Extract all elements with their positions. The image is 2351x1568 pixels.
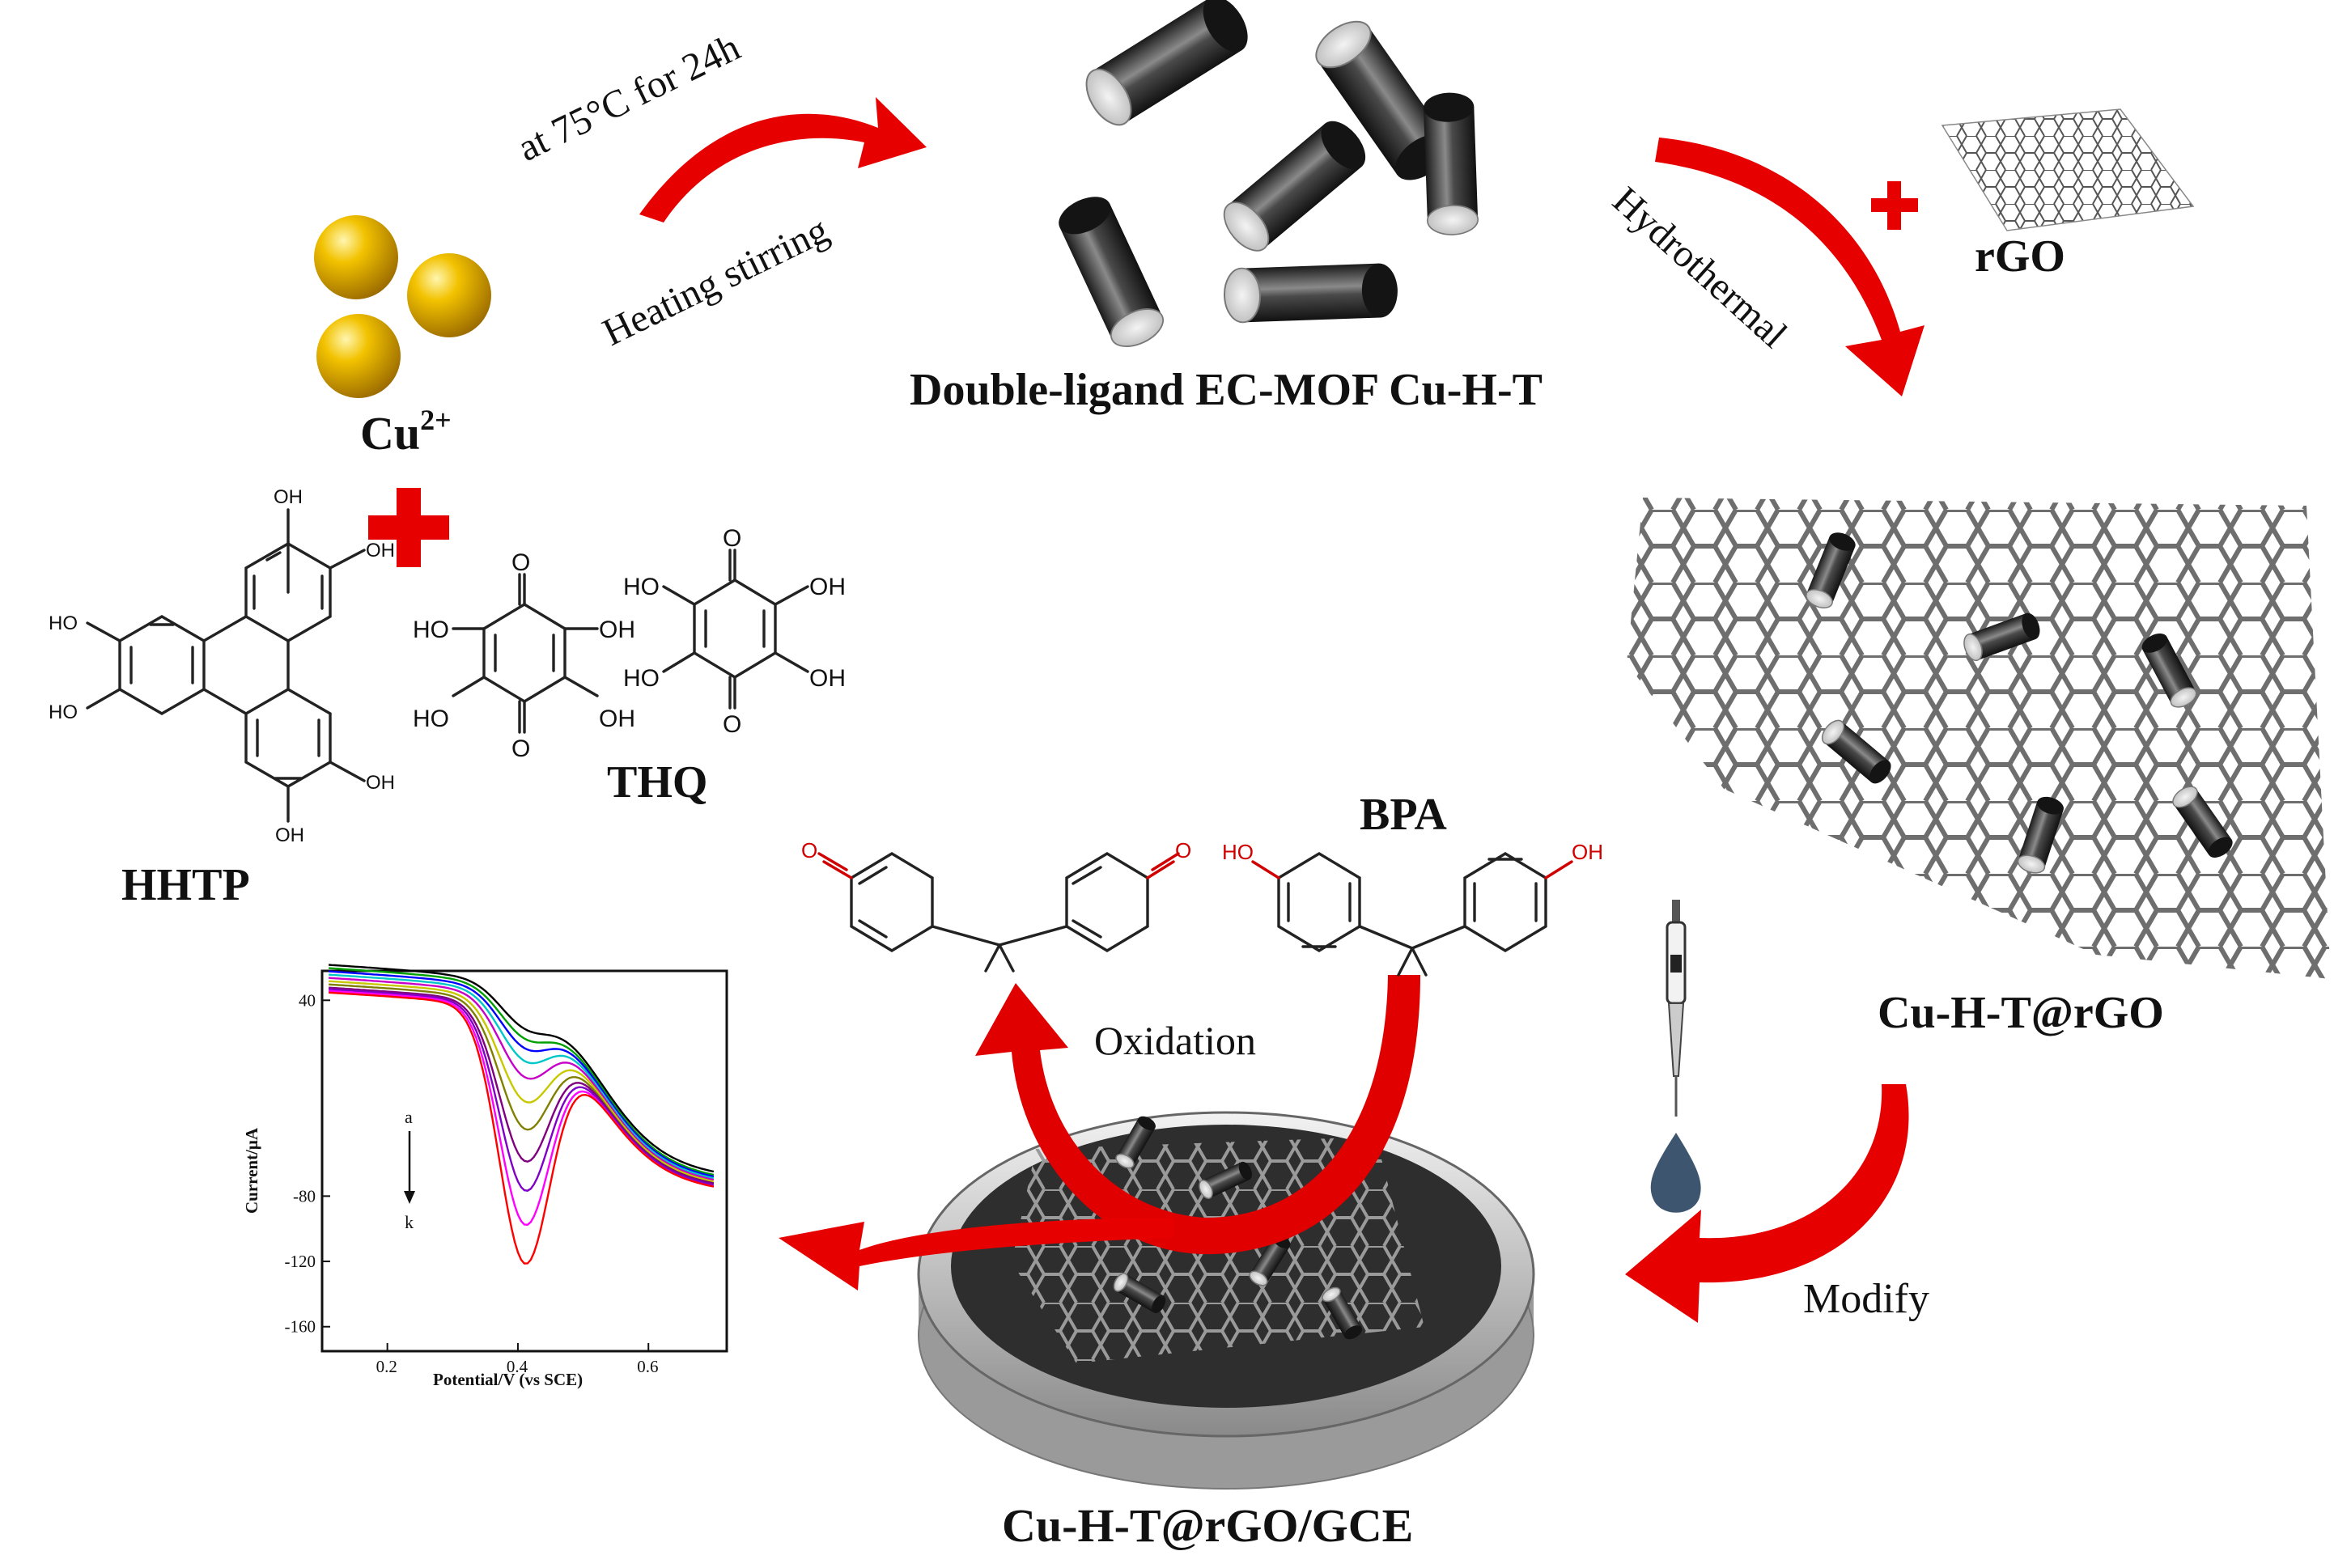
- x-tick-label-3: 0.6: [637, 1357, 658, 1376]
- oxidized-o-1: O: [801, 838, 817, 862]
- hydrothermal-arrow: Hydrothermal: [1605, 138, 1925, 396]
- thq-oh-2: OH: [599, 706, 635, 732]
- hhtp-label: HHTP: [121, 860, 250, 910]
- cv-curve-2: [329, 967, 715, 1176]
- condition-bottom-label: Heating stirring: [596, 209, 835, 354]
- copper-ions: Cu2+: [314, 215, 491, 460]
- cv-curve-8: [329, 986, 715, 1184]
- chart-annotation-end: k: [405, 1212, 414, 1232]
- rgo-sheet: rGO: [1941, 108, 2195, 282]
- mof-rods: Double-ligand EC-MOF Cu-H-T: [910, 0, 1543, 415]
- hhtp-molecule: OH OH HO HO OH OH HHTP: [49, 486, 395, 910]
- cu-ion-label: Cu2+: [360, 404, 452, 460]
- x-tick-label-2: 0.4: [507, 1357, 528, 1376]
- hhtp-ho-2: HO: [49, 701, 78, 723]
- cu-sphere-1: [314, 215, 398, 299]
- plus-icon: [368, 488, 449, 567]
- thq-o-4: O: [723, 711, 741, 738]
- bpa-ho: HO: [1222, 840, 1254, 864]
- thq-oh-3: OH: [809, 574, 846, 600]
- electrode: Cu-H-T@rGO/GCE: [917, 1111, 1535, 1552]
- mof-label: Double-ligand EC-MOF Cu-H-T: [910, 365, 1543, 415]
- chart-ticks-group: 0.2 0.4 0.6 40 -80 -120 -160: [285, 990, 659, 1376]
- thq-ho-1: HO: [413, 617, 449, 643]
- cv-curve-9: [329, 988, 715, 1192]
- thq-o-1: O: [511, 549, 530, 576]
- cv-curve-6: [329, 980, 715, 1183]
- hhtp-oh-1: OH: [274, 486, 303, 508]
- chart-series-group: [329, 964, 715, 1265]
- chart-xlabel: Potential/V (vs SCE): [433, 1370, 583, 1389]
- thq-o-3: O: [723, 525, 741, 552]
- cu-sphere-2: [407, 253, 491, 337]
- hhtp-oh-2: OH: [366, 540, 395, 562]
- voltammogram-chart: 0.2 0.4 0.6 40 -80 -120 -160 a k Current/μA Po…: [242, 964, 728, 1389]
- composite-label: Cu-H-T@rGO: [1878, 988, 2164, 1038]
- cv-curve-11: [329, 991, 715, 1265]
- rgo-label: rGO: [1975, 231, 2065, 282]
- thq-label: THQ: [607, 757, 707, 807]
- modify-label: Modify: [1803, 1276, 1929, 1322]
- chart-annotation-start: a: [405, 1107, 413, 1127]
- y-tick-label-4: -160: [285, 1317, 316, 1337]
- hydrothermal-label: Hydrothermal: [1605, 179, 1796, 357]
- chart-ylabel: Current/μA: [242, 1127, 261, 1214]
- cv-curve-5: [329, 977, 715, 1181]
- bpa-molecule: BPA HO OH: [1222, 790, 1603, 977]
- hhtp-ho-1: HO: [49, 612, 78, 634]
- hhtp-oh-4: OH: [275, 824, 304, 846]
- synthesis-arrow: at 75°C for 24h Heating stirring: [511, 26, 927, 354]
- thq-ho-2: HO: [413, 706, 449, 732]
- thq-oh-4: OH: [809, 665, 846, 692]
- x-tick-label-1: 0.2: [376, 1357, 397, 1376]
- plus-small-icon: [1871, 181, 1918, 230]
- y-tick-label-2: -80: [293, 1186, 316, 1206]
- oxidized-bpa-molecule: O O: [801, 838, 1191, 973]
- cu-sphere-3: [316, 314, 401, 398]
- hhtp-oh-3: OH: [366, 772, 395, 794]
- electrode-label: Cu-H-T@rGO/GCE: [1002, 1499, 1413, 1552]
- oxidation-arrow: Oxidation: [975, 975, 1420, 1255]
- thq-molecules: O O HO OH HO OH O O HO OH HO OH THQ: [413, 525, 846, 807]
- thq-ho-4: HO: [623, 665, 660, 692]
- cv-curve-1: [329, 964, 715, 1173]
- oxidation-label: Oxidation: [1094, 1018, 1256, 1063]
- y-tick-label-3: -120: [285, 1252, 316, 1271]
- bpa-label: BPA: [1360, 790, 1447, 840]
- chart-annotation-arrowhead: [404, 1191, 415, 1204]
- thq-o-2: O: [511, 735, 530, 762]
- oxidized-o-2: O: [1175, 838, 1191, 862]
- y-tick-label-1: 40: [299, 990, 316, 1010]
- thq-ho-3: HO: [623, 574, 660, 600]
- pipette-icon: [1650, 900, 1701, 1213]
- modify-arrow: Modify: [1625, 1084, 1929, 1323]
- thq-oh-1: OH: [599, 617, 635, 643]
- cv-curve-4: [329, 973, 715, 1180]
- cv-curve-3: [329, 970, 715, 1178]
- composite-sheet: Cu-H-T@rGO: [1627, 498, 2331, 1038]
- bpa-oh: OH: [1572, 840, 1603, 864]
- chart-arrow: [779, 1218, 1173, 1290]
